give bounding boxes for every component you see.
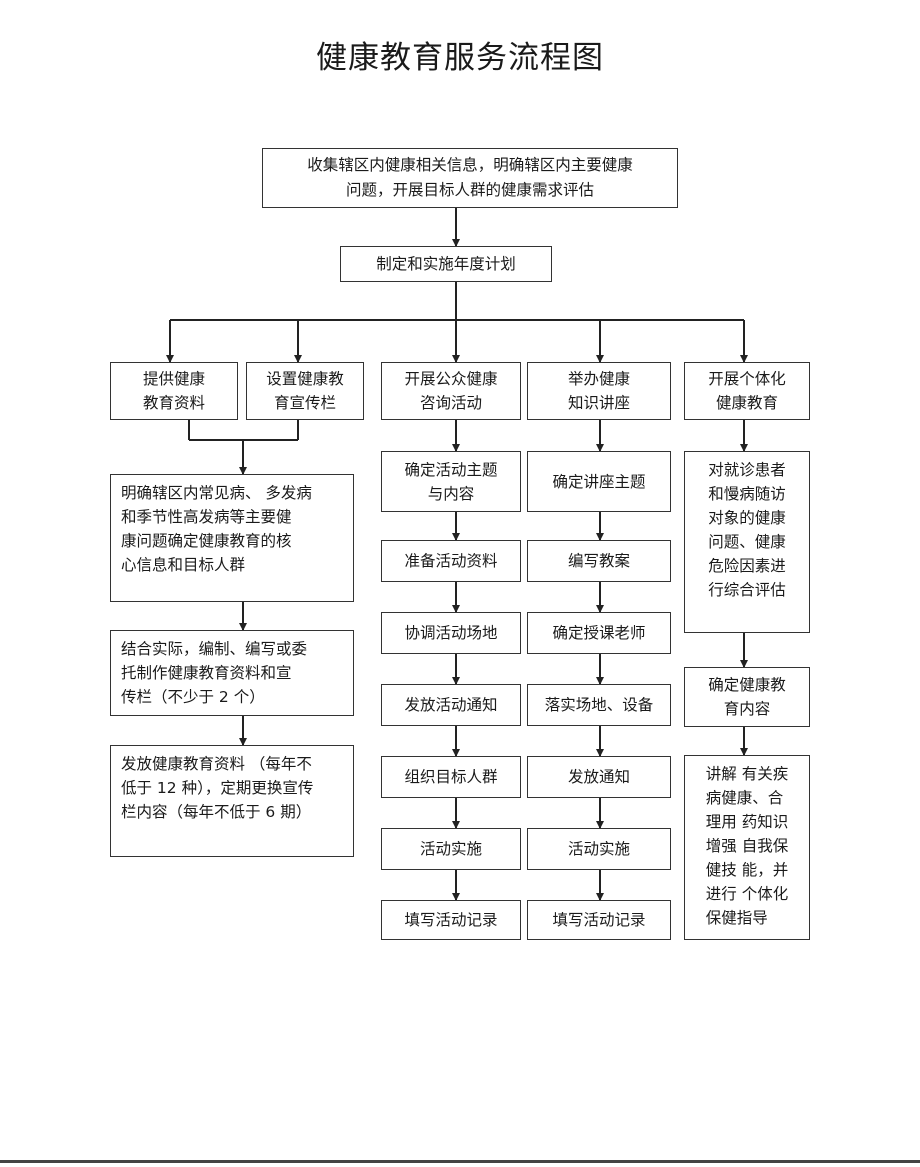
collect-info-box: 收集辖区内健康相关信息，明确辖区内主要健康 问题，开展目标人群的健康需求评估 [262, 148, 678, 208]
col2-step-5: 组织目标人群 [381, 756, 521, 798]
col2-step-2: 准备活动资料 [381, 540, 521, 582]
col2-step-4: 发放活动通知 [381, 684, 521, 726]
edu-content-box: 确定健康教 育内容 [684, 667, 810, 727]
col3-step-2: 编写教案 [527, 540, 671, 582]
col2-step-6: 活动实施 [381, 828, 521, 870]
col2-step-1: 确定活动主题 与内容 [381, 451, 521, 512]
col2-step-3: 协调活动场地 [381, 612, 521, 654]
col3-step-5: 发放通知 [527, 756, 671, 798]
col3-step-6: 活动实施 [527, 828, 671, 870]
col3-step-1: 确定讲座主题 [527, 451, 671, 512]
lecture-head-box: 举办健康 知识讲座 [527, 362, 671, 420]
public-consult-head-box: 开展公众健康 咨询活动 [381, 362, 521, 420]
individual-edu-head-box: 开展个体化 健康教育 [684, 362, 810, 420]
col2-step-7: 填写活动记录 [381, 900, 521, 940]
identify-core-info-box: 明确辖区内常见病、 多发病 和季节性高发病等主要健 康问题确定健康教育的核 心信… [110, 474, 354, 602]
annual-plan-box: 制定和实施年度计划 [340, 246, 552, 282]
individual-assess-box: 对就诊患者 和慢病随访 对象的健康 问题、健康 危险因素进 行综合评估 [684, 451, 810, 633]
provide-materials-box: 提供健康 教育资料 [110, 362, 238, 420]
col3-step-4: 落实场地、设备 [527, 684, 671, 726]
col3-step-7: 填写活动记录 [527, 900, 671, 940]
compile-materials-box: 结合实际，编制、编写或委 托制作健康教育资料和宣 传栏（不少于 2 个） [110, 630, 354, 716]
distribute-materials-box: 发放健康教育资料 （每年不 低于 12 种），定期更换宣传 栏内容（每年不低于 … [110, 745, 354, 857]
bulletin-board-box: 设置健康教 育宣传栏 [246, 362, 364, 420]
col3-step-3: 确定授课老师 [527, 612, 671, 654]
page-bottom-rule [0, 1160, 920, 1163]
individual-guidance-box: 讲解 有关疾 病健康、合 理用 药知识 增强 自我保 健技 能，并 进行 个体化… [684, 755, 810, 940]
page-title: 健康教育服务流程图 [316, 40, 604, 76]
